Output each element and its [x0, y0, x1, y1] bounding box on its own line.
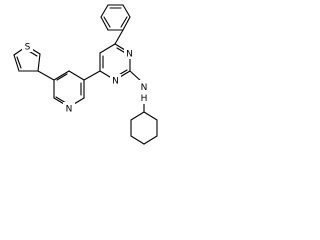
label-background	[110, 74, 121, 86]
double-bond-line	[56, 73, 68, 81]
bond	[68, 70, 85, 81]
bond	[122, 4, 131, 18]
atom-label: S	[25, 43, 31, 53]
bond	[143, 135, 158, 145]
label-background	[63, 102, 75, 114]
chemical-structure-diagram: N N N S N H	[13, 4, 158, 145]
double-bond-line	[103, 16, 111, 28]
atom-n-pyrimidine-top: N	[124, 47, 135, 60]
bond	[130, 135, 145, 145]
bond	[114, 29, 124, 45]
bond	[37, 53, 41, 72]
label-background	[138, 80, 150, 104]
atom-label: H	[141, 94, 148, 104]
bond	[37, 70, 55, 81]
label-background	[124, 47, 135, 59]
label-background	[22, 40, 33, 52]
cyclohexyl-ring	[130, 111, 158, 145]
atom-nh-amine: N H	[138, 80, 150, 104]
bond	[100, 4, 109, 18]
atom-label: N	[112, 77, 119, 87]
atom-label: N	[66, 105, 73, 115]
phenyl-ring	[100, 4, 131, 31]
atom-n-pyrimidine-bottom: N	[110, 74, 121, 87]
bond	[99, 43, 116, 54]
atom-label: N	[141, 83, 148, 93]
bond	[83, 70, 101, 81]
bond	[53, 70, 70, 81]
atom-n-pyridine: N	[63, 102, 75, 115]
atom-label: N	[126, 50, 133, 60]
double-bond-line	[120, 16, 128, 28]
bond	[130, 111, 145, 121]
pyridine-ring	[53, 70, 85, 108]
atom-s-thiophene: S	[22, 40, 33, 53]
bond	[122, 16, 131, 31]
bond	[143, 111, 158, 121]
bond	[100, 16, 109, 31]
bond	[13, 54, 20, 72]
double-bond-line	[16, 56, 22, 69]
